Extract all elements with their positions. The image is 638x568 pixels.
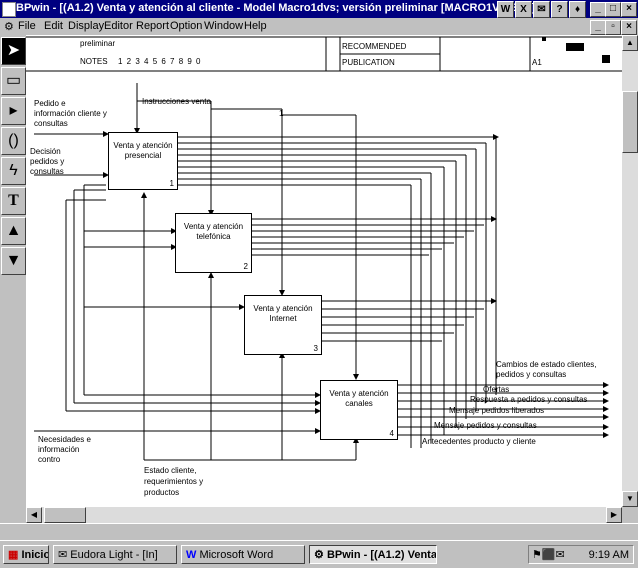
- lightning-icon[interactable]: ϟ: [1, 157, 26, 185]
- excel-quick-icon[interactable]: X: [515, 1, 532, 18]
- taskbar: ▦ Inicio ✉ Eudora Light - [In] W Microso…: [0, 540, 638, 568]
- word-quick-icon[interactable]: W: [497, 1, 514, 18]
- scroll-down-icon[interactable]: ▼: [622, 491, 638, 507]
- help-quick-icon[interactable]: ?: [551, 1, 568, 18]
- tool-quick-icon[interactable]: ♦: [569, 1, 586, 18]
- menu-window[interactable]: Window: [204, 20, 244, 32]
- label-necesidades: Necesidades e información contro: [38, 435, 91, 464]
- scroll-right-icon[interactable]: ▶: [606, 507, 622, 523]
- activity-number: 2: [243, 262, 248, 271]
- activity-label: Venta y atención telefónica: [183, 222, 244, 241]
- bpwin-app-icon[interactable]: [2, 2, 16, 17]
- label-mensaje-pedidos: Mensaje pedidos y consultas: [434, 421, 537, 430]
- task-word[interactable]: W Microsoft Word: [181, 545, 305, 564]
- menu-option[interactable]: Option: [170, 20, 203, 32]
- doc-restore-button[interactable]: ▫: [605, 20, 621, 35]
- doc-minimize-button[interactable]: _: [590, 20, 606, 35]
- publication-label: PUBLICATION: [342, 58, 395, 67]
- label-cambios: Cambios de estado clientes, pedidos y co…: [496, 360, 597, 379]
- menu-file[interactable]: File: [18, 20, 36, 32]
- preliminar-label: preliminar: [80, 39, 116, 48]
- label-mensaje-liberados: Mensaje pedidos liberados: [449, 406, 545, 415]
- menu-edit[interactable]: Edit: [44, 20, 63, 32]
- label-pedido: Pedido e información cliente y consultas: [34, 99, 107, 128]
- label-instrucciones: Instrucciones venta: [142, 97, 211, 106]
- arrow-icon[interactable]: ▸: [1, 97, 26, 125]
- close-button[interactable]: ×: [621, 2, 637, 17]
- clock[interactable]: 9:19 AM: [588, 549, 629, 561]
- task-label: BPwin - [(A1.2) Venta...: [326, 549, 437, 561]
- toolbox: ➤ ▭ ▸ () ϟ T ▲ ▼: [0, 35, 26, 280]
- activity-box-presencial[interactable]: Venta y atención presencial 1: [108, 132, 178, 190]
- word-icon: W: [186, 549, 197, 561]
- menu-report[interactable]: Report: [136, 20, 170, 32]
- tray-icons[interactable]: ⚑⬛✉: [532, 549, 565, 561]
- task-label: Eudora Light - [In]: [70, 549, 158, 561]
- start-button[interactable]: ▦ Inicio: [3, 545, 49, 564]
- activity-label: Venta y atención canales: [329, 389, 389, 408]
- label-antecedentes: Antecedentes producto y cliente: [422, 437, 536, 446]
- label-small: 1: [279, 109, 284, 118]
- vertical-scroll-thumb[interactable]: [622, 91, 638, 153]
- horizontal-scrollbar[interactable]: ◀ ▶: [26, 507, 622, 523]
- status-bar: [0, 523, 638, 540]
- mail-quick-icon[interactable]: ✉: [533, 1, 550, 18]
- horizontal-scroll-thumb[interactable]: [44, 507, 86, 523]
- notes-label: NOTES: [80, 57, 108, 66]
- down-icon[interactable]: ▼: [1, 247, 26, 275]
- activity-number: 3: [313, 344, 318, 353]
- activity-box-telefonica[interactable]: Venta y atención telefónica 2: [175, 213, 252, 273]
- diagram-lines: [26, 36, 622, 461]
- up-icon[interactable]: ▲: [1, 217, 26, 245]
- minimize-button[interactable]: _: [590, 2, 606, 17]
- label-ofertas: Ofertas: [483, 385, 510, 394]
- menu-help[interactable]: Help: [244, 20, 267, 32]
- diagram-canvas[interactable]: preliminar NOTES 1 2 3 4 5 6 7 8 9 0 REC…: [26, 35, 622, 507]
- maximize-button[interactable]: □: [605, 2, 621, 17]
- menu-editor[interactable]: Editor: [104, 20, 133, 32]
- eudora-icon: ✉: [58, 549, 68, 561]
- menu-display[interactable]: Display: [68, 20, 105, 32]
- activity-label: Venta y atención presencial: [113, 141, 173, 160]
- activity-number: 4: [389, 429, 394, 438]
- scroll-up-icon[interactable]: ▲: [622, 35, 638, 51]
- title-bar: BPwin - [(A1.2) Venta y atención al clie…: [0, 0, 638, 18]
- task-label: Microsoft Word: [199, 549, 274, 561]
- menu-bar: ⚙ File Edit Display Editor Report Option…: [0, 18, 638, 35]
- activity-number: 1: [169, 179, 174, 188]
- scroll-left-icon[interactable]: ◀: [26, 507, 42, 523]
- window-title: BPwin - [(A1.2) Venta y atención al clie…: [16, 2, 539, 14]
- task-bpwin[interactable]: ⚙ BPwin - [(A1.2) Venta...: [309, 545, 437, 564]
- pointer-icon[interactable]: ➤: [1, 37, 26, 65]
- vertical-scrollbar[interactable]: ▲ ▼: [622, 35, 638, 507]
- start-label: Inicio: [21, 549, 49, 561]
- squiggle-icon[interactable]: (): [1, 127, 26, 155]
- label-decision: Decisión pedidos y consultas: [30, 147, 65, 176]
- label-respuesta: Respuesta a pedidos y consultas: [470, 395, 588, 404]
- activity-label: Venta y atención Internet: [253, 304, 313, 323]
- activity-box-canales[interactable]: Venta y atención canales 4: [320, 380, 398, 440]
- windows-logo-icon: ▦: [8, 549, 19, 561]
- recommended-label: RECOMMENDED: [342, 42, 407, 51]
- text-icon[interactable]: T: [1, 187, 26, 215]
- label-estado: Estado cliente, requerimientos y product…: [144, 466, 204, 497]
- task-eudora[interactable]: ✉ Eudora Light - [In]: [53, 545, 177, 564]
- context-label: A1: [532, 58, 542, 67]
- bpwin-icon: ⚙: [314, 549, 324, 561]
- doc-close-button[interactable]: ×: [621, 20, 637, 35]
- activity-box-internet[interactable]: Venta y atención Internet 3: [244, 295, 322, 355]
- note-numbers: 1 2 3 4 5 6 7 8 9 0: [118, 57, 202, 66]
- box-icon[interactable]: ▭: [1, 67, 26, 95]
- doc-menu-icon[interactable]: ⚙: [4, 21, 14, 33]
- system-tray: ⚑⬛✉ 9:19 AM: [528, 545, 634, 564]
